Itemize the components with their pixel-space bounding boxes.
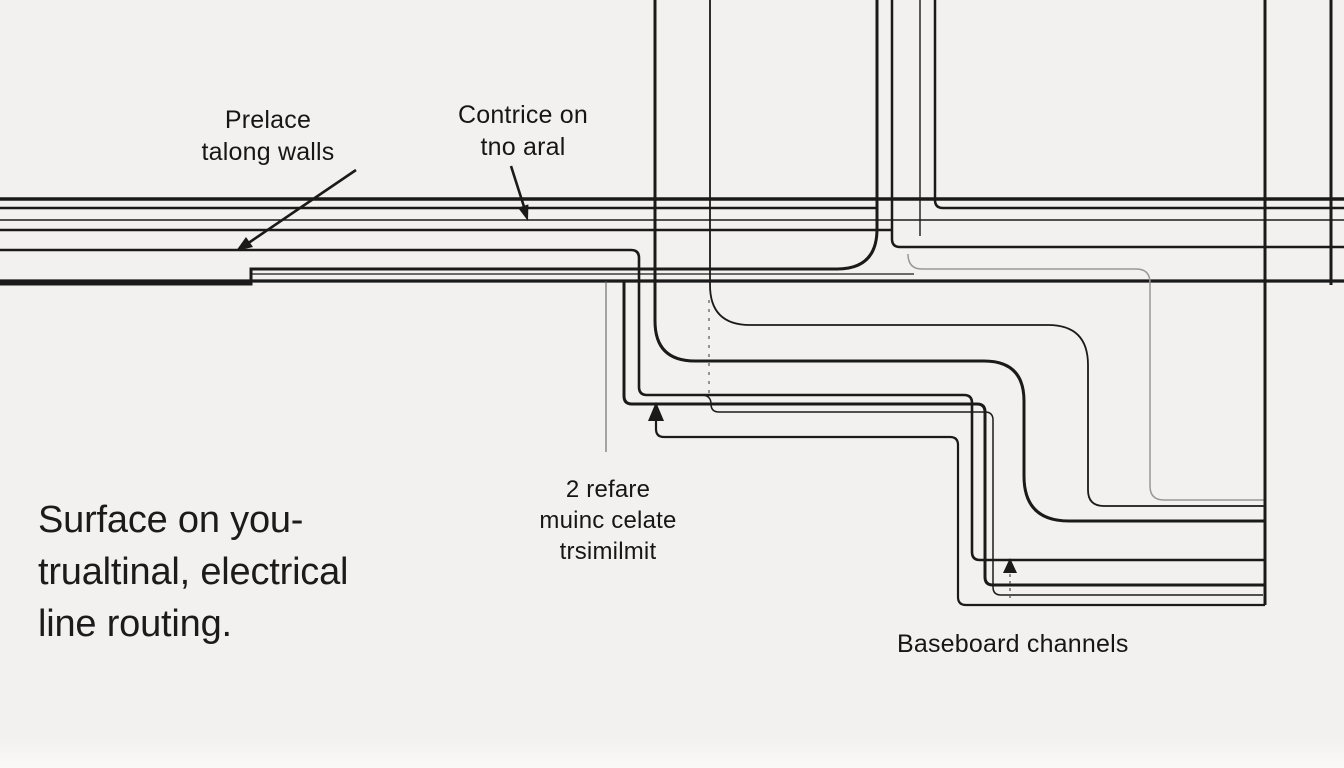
refare-arrow	[648, 402, 1265, 607]
contrice-arrow	[509, 165, 529, 221]
label-contrice-line1: Contrice on	[457, 101, 589, 129]
label-refare-line3: trsimilmit	[559, 538, 657, 565]
channel-lines	[653, 0, 1265, 523]
label-contrice-line2: tno aral	[480, 133, 566, 161]
wall-lines	[0, 0, 1344, 283]
refare-leader-line	[605, 281, 710, 452]
baseboard-channel-lines	[0, 0, 1333, 605]
label-baseboard-channels: Baseboard channels	[897, 628, 1129, 660]
label-placement-line1: Prelace	[224, 106, 312, 134]
baseboard-notch-line	[0, 0, 921, 286]
label-placement: Prelace talong walls	[118, 104, 418, 168]
label-refare-line2: muinc celate	[539, 507, 677, 534]
prelace-arrow	[236, 168, 357, 251]
caption-text: Surface on you- trualtinal, electrical l…	[38, 494, 348, 650]
caption-line1: Surface on you-	[38, 499, 304, 541]
label-refare-line1: 2 refare	[565, 476, 651, 503]
baseboard-arrow	[1003, 558, 1017, 598]
label-baseboard-text: Baseboard channels	[897, 630, 1129, 658]
label-contrice: Contrice on tno aral	[373, 99, 673, 163]
label-placement-line2: talong walls	[201, 138, 335, 166]
caption-line2: trualtinal, electrical	[38, 551, 349, 593]
label-refare: 2 refare muinc celate trsimilmit	[458, 474, 758, 567]
caption-line3: line routing.	[38, 603, 232, 645]
